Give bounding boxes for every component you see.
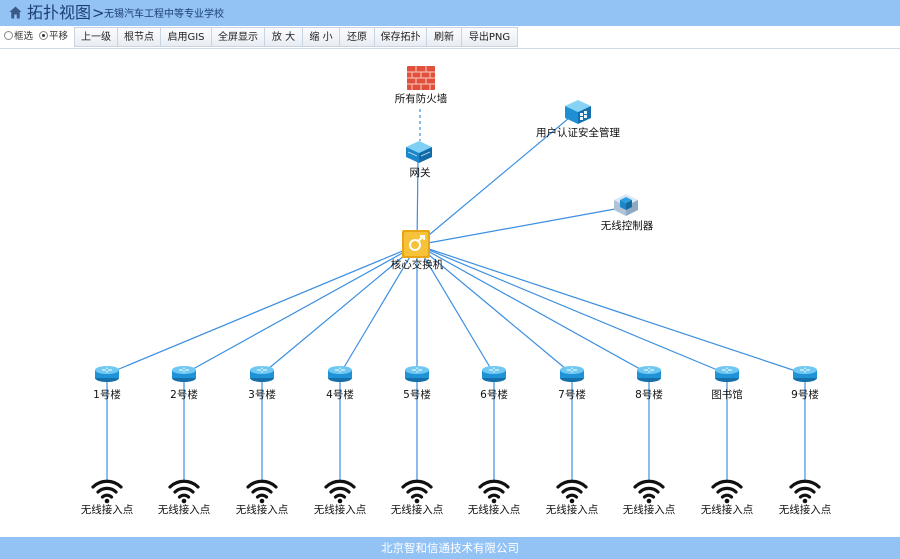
router-icon[interactable] — [250, 366, 274, 382]
gateway-label: 网关 — [409, 167, 431, 179]
radio-pan[interactable]: 平移 — [39, 30, 68, 44]
link-core-b8 — [416, 244, 650, 375]
auth-label: 用户认证安全管理 — [536, 127, 620, 139]
wifi-icon[interactable] — [324, 479, 356, 504]
radio-box-select[interactable]: 框选 — [4, 30, 33, 44]
radio-indicator — [4, 31, 13, 40]
router-icon[interactable] — [405, 366, 429, 382]
access-point-label: 无线接入点 — [778, 504, 832, 516]
enable-gis-button[interactable]: 启用GIS — [160, 27, 212, 47]
radio-pan-label: 平移 — [49, 31, 69, 42]
wifi-icon[interactable] — [556, 479, 588, 504]
router-icon[interactable] — [637, 366, 661, 382]
wifi-icon[interactable] — [478, 479, 510, 504]
topology-links — [106, 66, 806, 481]
link-core-auth — [416, 112, 576, 246]
building-label: 8号楼 — [635, 389, 663, 401]
wifi-icon[interactable] — [401, 479, 433, 504]
link-core-b6 — [416, 244, 495, 375]
router-icon[interactable] — [172, 366, 196, 382]
router-icon[interactable] — [715, 366, 739, 382]
access-nodes-layer — [91, 366, 821, 504]
zoom-in-button[interactable]: 放 大 — [264, 27, 303, 47]
topology-canvas[interactable]: 所有防火墙 网关 用户认证安全管理 无线控制器 核心交换机 1号楼无线接入点 2号… — [0, 49, 900, 537]
building-label: 6号楼 — [480, 389, 508, 401]
wifi-icon[interactable] — [711, 479, 743, 504]
wireless-controller-label: 无线控制器 — [600, 220, 654, 232]
router-icon[interactable] — [560, 366, 584, 382]
router-icon[interactable] — [482, 366, 506, 382]
building-label: 2号楼 — [170, 389, 198, 401]
zoom-out-button[interactable]: 缩 小 — [302, 27, 340, 47]
building-label: 1号楼 — [93, 389, 121, 401]
firewall-icon[interactable] — [407, 66, 435, 90]
auth-server-icon[interactable] — [565, 100, 591, 124]
save-topology-button[interactable]: 保存拓扑 — [374, 27, 427, 47]
gateway-icon[interactable] — [406, 141, 432, 163]
access-point-label: 无线接入点 — [235, 504, 289, 516]
link-core-b4 — [339, 244, 418, 375]
access-point-label: 无线接入点 — [467, 504, 521, 516]
link-core-b9 — [416, 244, 806, 375]
router-icon[interactable] — [328, 366, 352, 382]
building-label: 7号楼 — [558, 389, 586, 401]
up-level-button[interactable]: 上一级 — [74, 27, 118, 47]
router-icon[interactable] — [793, 366, 817, 382]
router-icon[interactable] — [95, 366, 119, 382]
wifi-icon[interactable] — [91, 479, 123, 504]
radio-indicator-checked — [39, 31, 48, 40]
link-core-library — [416, 244, 728, 375]
firewall-label: 所有防火墙 — [394, 93, 448, 105]
access-point-label: 无线接入点 — [622, 504, 676, 516]
wireless-controller-icon[interactable] — [614, 194, 638, 216]
toolbar: 框选 平移 上一级 根节点 启用GIS 全屏显示 放 大 缩 小 还原 保存拓扑… — [0, 26, 900, 49]
restore-button[interactable]: 还原 — [339, 27, 375, 47]
core-switch-label: 核心交换机 — [390, 259, 444, 271]
access-point-label: 无线接入点 — [700, 504, 754, 516]
building-label: 9号楼 — [791, 389, 819, 401]
export-png-button[interactable]: 导出PNG — [461, 27, 518, 47]
home-icon[interactable] — [9, 6, 22, 19]
building-label: 3号楼 — [248, 389, 276, 401]
access-point-label: 无线接入点 — [157, 504, 211, 516]
wifi-icon[interactable] — [168, 479, 200, 504]
refresh-button[interactable]: 刷新 — [426, 27, 462, 47]
access-point-label: 无线接入点 — [80, 504, 134, 516]
access-point-label: 无线接入点 — [313, 504, 367, 516]
link-core-b1 — [106, 244, 418, 375]
breadcrumb-separator: > — [92, 4, 105, 22]
wifi-icon[interactable] — [246, 479, 278, 504]
title-bar: 拓扑视图 > 无锡汽车工程中等专业学校 — [0, 0, 900, 26]
link-core-b3 — [261, 244, 418, 375]
fullscreen-button[interactable]: 全屏显示 — [211, 27, 265, 47]
link-core-b7 — [416, 244, 573, 375]
breadcrumb-school[interactable]: 无锡汽车工程中等专业学校 — [104, 9, 224, 20]
wifi-icon[interactable] — [633, 479, 665, 504]
radio-box-select-label: 框选 — [14, 31, 34, 42]
page-title: 拓扑视图 — [27, 3, 92, 22]
building-label: 4号楼 — [326, 389, 354, 401]
access-point-label: 无线接入点 — [545, 504, 599, 516]
footer-company: 北京智和信通技术有限公司 — [0, 537, 900, 559]
core-switch-icon[interactable] — [402, 230, 430, 258]
root-node-button[interactable]: 根节点 — [117, 27, 161, 47]
building-label: 图书馆 — [711, 389, 743, 401]
link-core-wireless-controller — [416, 206, 627, 246]
wifi-icon[interactable] — [789, 479, 821, 504]
link-core-b2 — [183, 244, 418, 375]
access-point-label: 无线接入点 — [390, 504, 444, 516]
building-label: 5号楼 — [403, 389, 431, 401]
